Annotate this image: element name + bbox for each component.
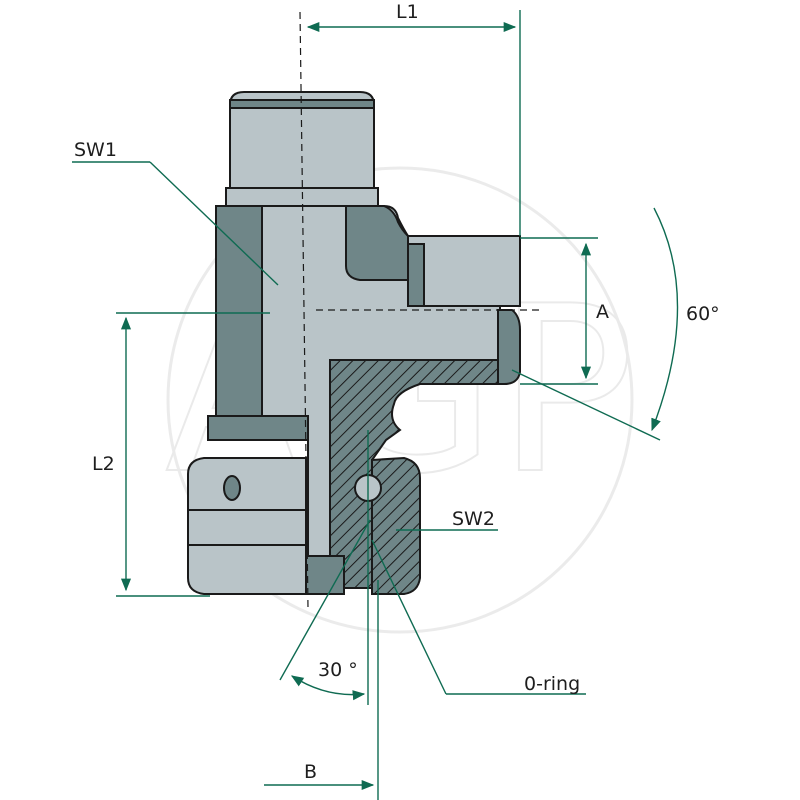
label-oring: 0-ring: [524, 673, 580, 695]
label-angle-60: 60°: [686, 303, 720, 325]
label-sw1: SW1: [74, 139, 117, 161]
label-a: A: [596, 301, 609, 323]
dimension-b: B: [264, 580, 379, 800]
label-sw2: SW2: [452, 508, 495, 530]
label-b: B: [304, 761, 317, 783]
angle-30: 30 °: [279, 430, 371, 705]
dimension-l1: L1: [306, 1, 521, 236]
dimension-l2: L2: [92, 312, 270, 597]
angle-60: 60°: [511, 207, 720, 441]
dimension-a: A: [520, 237, 609, 385]
leader-sw1: SW1: [72, 139, 279, 286]
center-line-vertical: [299, 11, 309, 609]
leader-sw2: SW2: [396, 508, 498, 531]
label-l1: L1: [396, 1, 419, 23]
label-l2: L2: [92, 453, 115, 475]
label-angle-30: 30 °: [318, 659, 358, 681]
leader-oring: 0-ring: [371, 539, 586, 695]
